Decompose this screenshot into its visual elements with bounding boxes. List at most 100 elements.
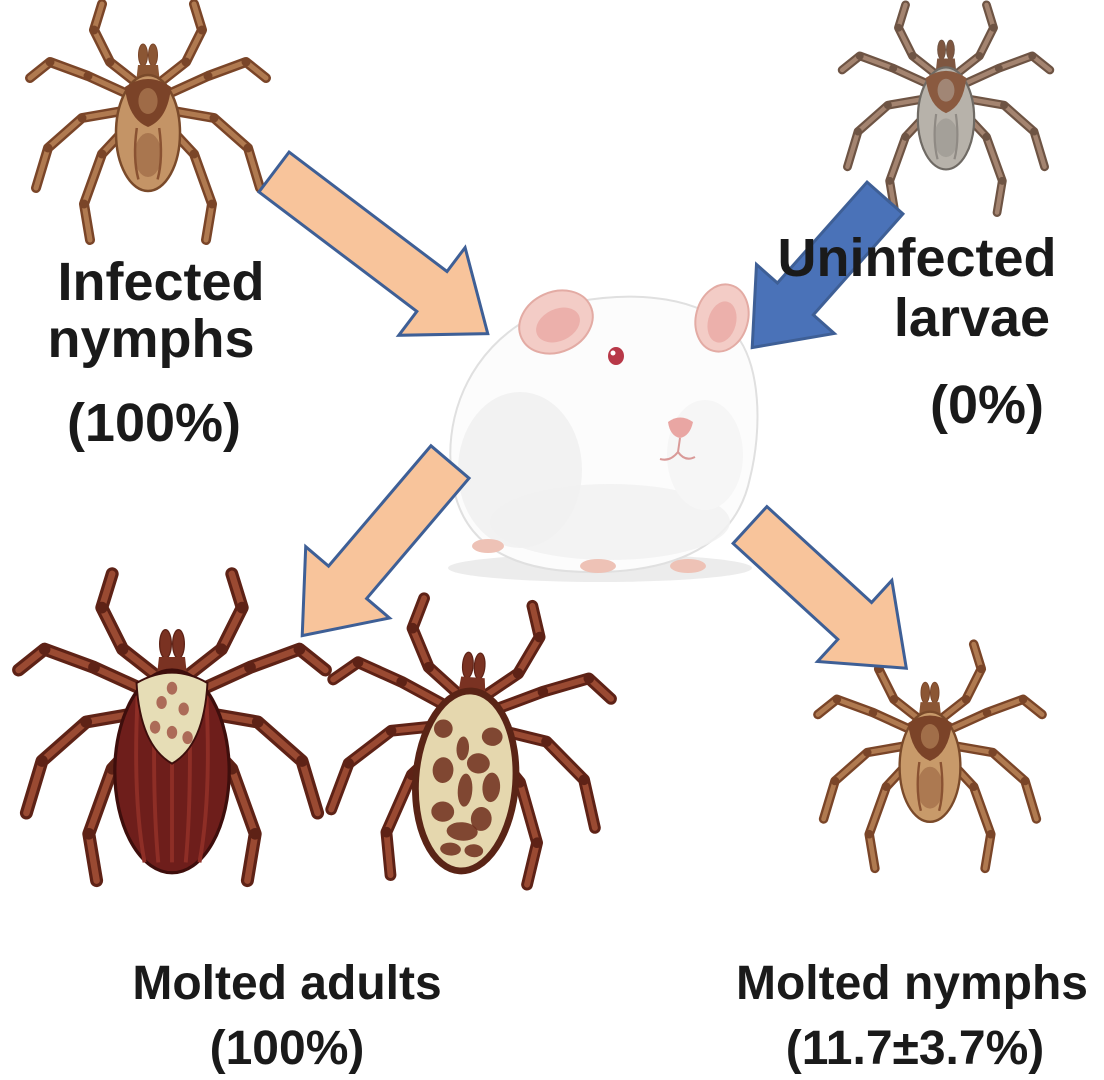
molted-adults-percent: (100%)	[210, 1022, 365, 1075]
tick-leg-joint	[106, 58, 115, 67]
tick-palp	[930, 682, 939, 703]
tick-leg-joint	[294, 643, 306, 655]
tick-leg-joint	[296, 755, 308, 767]
tick-leg-joint	[78, 114, 87, 123]
tick-body-marking	[135, 133, 162, 177]
arrow-infected-nymphs-to-host	[241, 128, 521, 377]
tick-palp	[139, 44, 148, 66]
tick-leg-joint	[80, 200, 89, 209]
tick-scutum-marking	[150, 721, 160, 734]
tick-leg-joint	[987, 830, 996, 839]
tick-leg-joint	[98, 150, 107, 159]
tick-leg-joint	[36, 755, 48, 767]
tick-palp	[462, 652, 474, 679]
tick-palp	[173, 630, 185, 659]
tick-leg-joint	[44, 144, 53, 153]
tick-body-marking	[917, 767, 943, 809]
tick-scutum-marking	[138, 88, 157, 114]
arrow-host-to-molted-nymphs	[713, 484, 944, 708]
tick-leg-joint	[46, 58, 55, 67]
guinea-pig-cheek	[667, 400, 743, 510]
tick-leg-joint	[886, 177, 894, 185]
tick-leg-joint	[1000, 101, 1008, 109]
tick-body-marking	[934, 118, 958, 157]
tick-leg-joint	[969, 782, 978, 791]
tick-leg-joint	[244, 144, 253, 153]
tick-leg-joint	[962, 695, 971, 704]
tick-leg-joint	[995, 64, 1003, 72]
tick-leg-joint	[198, 26, 207, 35]
molted-adult-male-tick-icon	[320, 592, 617, 889]
tick-leg-joint	[236, 602, 248, 614]
tick-scutum-marking	[179, 703, 189, 716]
guinea-pig-eye	[608, 347, 624, 365]
tick-leg-joint	[210, 114, 219, 123]
infected-nymphs-percent: (100%)	[67, 393, 241, 453]
tick-leg-joint	[890, 695, 899, 704]
infected-nymph-tick-icon	[30, 4, 266, 240]
tick-leg-joint	[977, 665, 986, 674]
tick-leg-joint	[83, 828, 95, 840]
molted-adult-female-tick-icon	[19, 574, 326, 881]
tick-leg-joint	[856, 52, 864, 60]
tick-leg-joint	[39, 643, 51, 655]
tick-palp	[473, 653, 485, 680]
tick-leg-joint	[909, 52, 917, 60]
uninfected-larvae-percent: (0%)	[930, 375, 1044, 435]
tick-leg-joint	[975, 52, 983, 60]
tick-leg-joint	[983, 133, 991, 141]
tick-leg-joint	[182, 58, 191, 67]
tick-leg-joint	[1028, 52, 1036, 60]
tick-palp	[160, 630, 172, 659]
guinea-pig-eye-highlight	[611, 351, 616, 356]
tick-leg-joint	[80, 716, 92, 728]
tick-leg-joint	[88, 662, 100, 674]
tick-leg-joint	[1030, 128, 1038, 136]
tick-leg-joint	[252, 716, 264, 728]
tick-leg-joint	[884, 101, 892, 109]
molted-nymph-tick-icon	[818, 644, 1042, 868]
tick-scutum-marking	[182, 731, 192, 744]
tick-leg-joint	[249, 828, 261, 840]
tick-scutum-marking	[167, 726, 177, 739]
tick-leg-joint	[208, 200, 217, 209]
tick-leg-joint	[863, 748, 872, 757]
infected-nymphs-label-line2: nymphs	[47, 309, 254, 369]
tick-leg-joint	[204, 72, 213, 81]
tick-leg-joint	[1021, 777, 1030, 786]
infected-nymphs-label-line1: Infected	[57, 252, 264, 312]
tick-leg-joint	[833, 695, 842, 704]
uninfected-larva-tick-icon	[842, 5, 1050, 213]
tick-leg-joint	[882, 782, 891, 791]
tick-leg-joint	[988, 748, 997, 757]
tick-leg-joint	[990, 24, 998, 32]
molted-nymphs-label: Molted nymphs	[736, 957, 1088, 1010]
tick-leg-joint	[244, 662, 256, 674]
tick-scutum-marking	[921, 724, 939, 749]
tick-leg-joint	[216, 643, 228, 655]
tick-leg-joint	[117, 643, 129, 655]
tick-leg-joint	[1019, 695, 1028, 704]
tick-leg-joint	[190, 150, 199, 159]
tick-leg-joint	[854, 128, 862, 136]
tick-leg-joint	[998, 177, 1006, 185]
tick-leg-joint	[242, 58, 251, 67]
tick-palp	[938, 40, 946, 59]
tick-scutum-marking	[156, 696, 166, 709]
guinea-pig-foot	[670, 559, 706, 573]
tick-palp	[921, 682, 930, 703]
tick-leg-joint	[865, 830, 874, 839]
molted-adults-label: Molted adults	[132, 957, 441, 1010]
tick-palp	[149, 44, 158, 66]
uninfected-larvae-label-line2: larvae	[894, 288, 1050, 348]
tick-leg-joint	[889, 64, 897, 72]
tick-scutum-marking	[938, 79, 955, 102]
tick-scutum-marking	[167, 682, 177, 695]
tick-leg-joint	[869, 708, 878, 717]
guinea-pig-icon	[448, 278, 757, 582]
tick-leg-joint	[84, 72, 93, 81]
tick-leg-joint	[96, 602, 108, 614]
tick-leg-joint	[902, 133, 910, 141]
uninfected-larvae-label-line1: Uninfected	[777, 228, 1056, 288]
